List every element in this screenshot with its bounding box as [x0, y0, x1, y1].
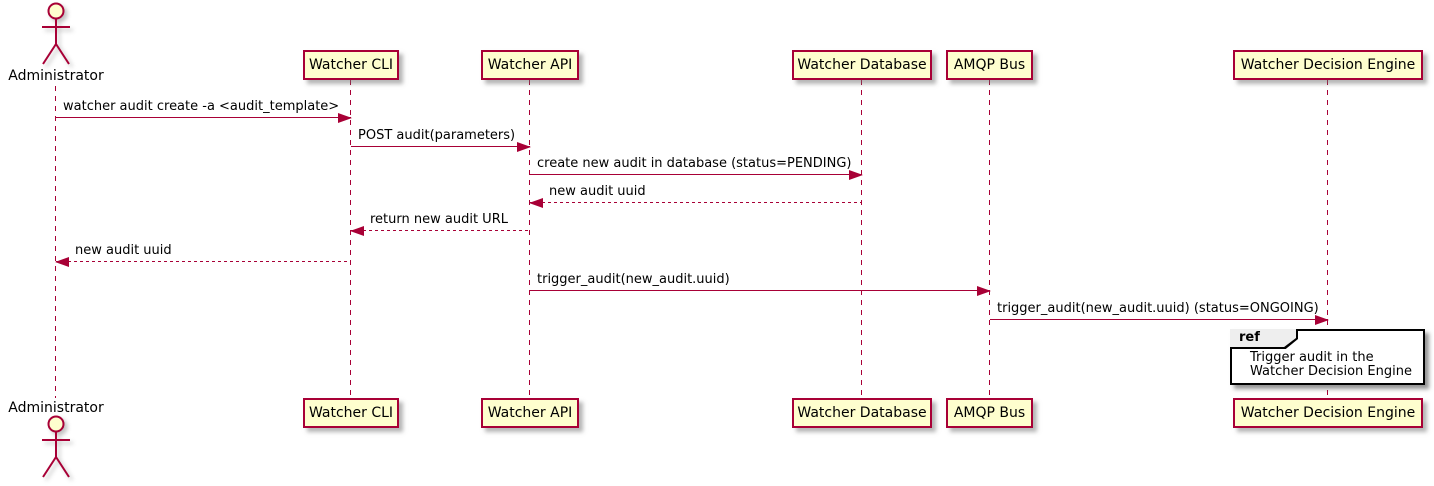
ref-tab: ref	[1230, 329, 1298, 349]
arrowhead-icon	[338, 113, 352, 123]
ref-fragment: ref Trigger audit in the Watcher Decisio…	[1230, 329, 1425, 385]
message-label: create new audit in database (status=PEN…	[537, 156, 852, 171]
participant-label: Watcher Decision Engine	[1240, 57, 1416, 73]
ref-text-line: Watcher Decision Engine	[1250, 364, 1412, 379]
arrowhead-icon	[55, 257, 69, 267]
arrowhead-icon	[517, 142, 531, 152]
lifeline-watcher-cli	[350, 80, 351, 398]
participant-label: Watcher CLI	[308, 57, 394, 73]
lifeline-watcher-decision-engine	[1327, 80, 1328, 398]
participant-watcher-api-top: Watcher API	[481, 50, 579, 80]
message-trigger-audit-ongoing: trigger_audit(new_audit.uuid) (status=ON…	[990, 300, 1329, 325]
ref-keyword: ref	[1230, 329, 1296, 347]
participant-label: Watcher Decision Engine	[1240, 405, 1416, 421]
actor-label-top: Administrator	[8, 68, 104, 84]
arrowhead-icon	[849, 170, 863, 180]
participant-watcher-database-top: Watcher Database	[792, 50, 932, 80]
message-line	[56, 117, 351, 118]
participant-watcher-database-bottom: Watcher Database	[792, 398, 932, 428]
participant-label: Watcher API	[487, 405, 573, 421]
message-line	[530, 290, 990, 291]
message-line	[56, 261, 351, 262]
ref-text-line: Trigger audit in the	[1250, 350, 1374, 365]
arrowhead-icon	[529, 198, 543, 208]
participant-label: Watcher Database	[797, 405, 927, 421]
message-line	[530, 174, 862, 175]
message-trigger-audit: trigger_audit(new_audit.uuid)	[530, 271, 991, 296]
message-label: new audit uuid	[549, 184, 646, 199]
participant-watcher-cli-top: Watcher CLI	[303, 50, 399, 80]
arrowhead-icon	[1315, 315, 1329, 325]
actor-label-bottom: Administrator	[8, 400, 104, 416]
actor-icon	[42, 2, 70, 65]
participant-label: AMQP Bus	[953, 405, 1026, 421]
message-audit-create: watcher audit create -a <audit_template>	[56, 98, 352, 123]
message-label: new audit uuid	[75, 243, 172, 258]
participant-label: AMQP Bus	[953, 57, 1026, 73]
message-label: return new audit URL	[370, 212, 508, 227]
participant-amqp-bus-bottom: AMQP Bus	[946, 398, 1033, 428]
arrowhead-icon	[977, 286, 991, 296]
message-new-audit-uuid-db: new audit uuid	[529, 183, 862, 208]
participant-amqp-bus-top: AMQP Bus	[946, 50, 1033, 80]
message-line	[351, 146, 530, 147]
participant-watcher-decision-engine-top: Watcher Decision Engine	[1233, 50, 1423, 80]
actor-icon	[42, 415, 70, 478]
message-label: trigger_audit(new_audit.uuid)	[537, 272, 730, 287]
participant-label: Watcher API	[487, 57, 573, 73]
participant-label: Watcher Database	[797, 57, 927, 73]
lifeline-administrator	[55, 86, 56, 398]
message-return-audit-url: return new audit URL	[350, 211, 530, 236]
message-label: trigger_audit(new_audit.uuid) (status=ON…	[997, 301, 1319, 316]
participant-watcher-api-bottom: Watcher API	[481, 398, 579, 428]
lifeline-amqp-bus	[989, 80, 990, 398]
message-line	[351, 230, 530, 231]
message-line	[530, 202, 862, 203]
participant-watcher-decision-engine-bottom: Watcher Decision Engine	[1233, 398, 1423, 428]
message-line	[990, 319, 1328, 320]
message-label: POST audit(parameters)	[358, 128, 516, 143]
lifeline-watcher-database	[861, 80, 862, 398]
lifeline-watcher-api	[529, 80, 530, 398]
message-post-audit: POST audit(parameters)	[351, 127, 531, 152]
participant-label: Watcher CLI	[308, 405, 394, 421]
message-new-audit-uuid-cli: new audit uuid	[55, 242, 351, 267]
participant-watcher-cli-bottom: Watcher CLI	[303, 398, 399, 428]
message-create-audit-db: create new audit in database (status=PEN…	[530, 155, 863, 180]
arrowhead-icon	[350, 226, 364, 236]
message-label: watcher audit create -a <audit_template>	[63, 99, 340, 114]
ref-body: Trigger audit in the Watcher Decision En…	[1250, 351, 1412, 379]
